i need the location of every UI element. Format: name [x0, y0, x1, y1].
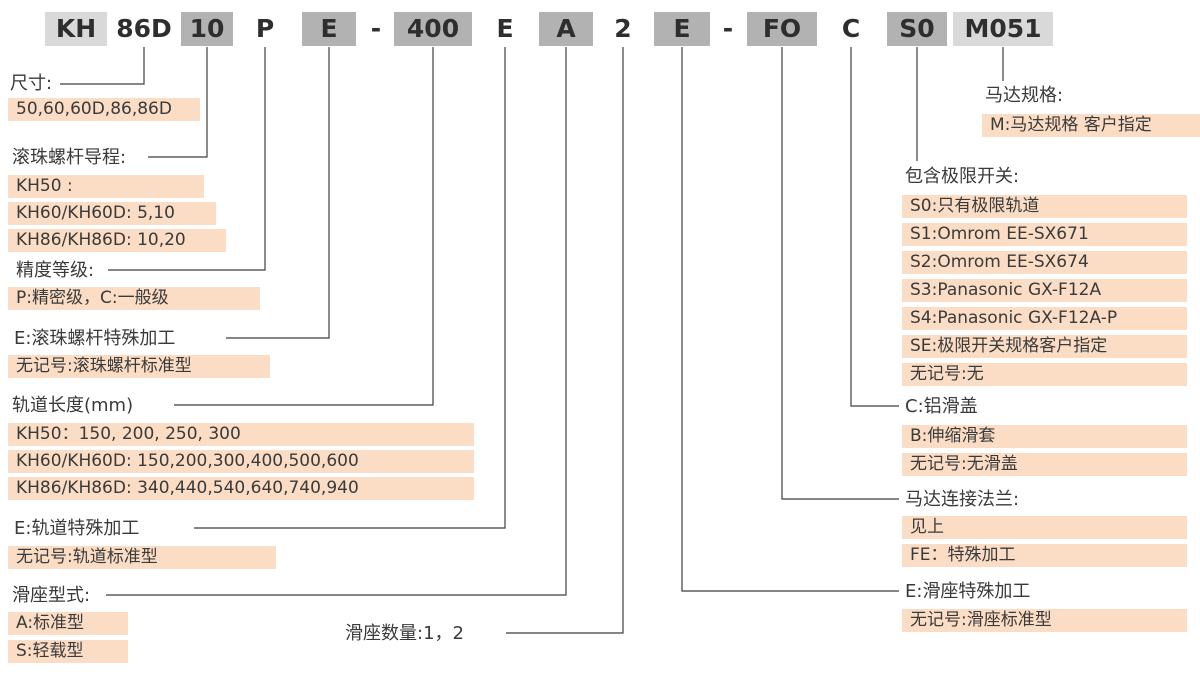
cover-title: C:铝滑盖 [905, 396, 978, 417]
code-segment-dash-1: - [370, 14, 382, 43]
slider-type-title: 滑座型式: [12, 585, 91, 606]
limit-switch-item: 无记号:无 [902, 363, 1187, 386]
lead-title: 滚珠螺杆导程: [12, 147, 127, 168]
code-segment-slider-type: A [539, 12, 593, 46]
rail-special-title: E:轨道特殊加工 [14, 518, 140, 539]
rail-length-item: KH50：150, 200, 250, 300 [8, 423, 474, 446]
code-segment-series: KH [45, 12, 107, 46]
code-segment-lead: 10 [181, 12, 233, 46]
lead-item: KH86/KH86D: 10,20 [8, 229, 226, 252]
accuracy-title: 精度等级: [16, 260, 95, 281]
line-rail-length [174, 47, 434, 406]
accuracy-item: P:精密级，C:一般级 [8, 287, 260, 310]
lead-item: KH60/KH60D: 5,10 [8, 202, 216, 225]
flange-item: FE：特殊加工 [902, 544, 1187, 567]
slider-type-item: A:标准型 [8, 612, 128, 635]
limit-switch-title: 包含极限开关: [905, 166, 1020, 187]
limit-switch-item: S0:只有极限轨道 [902, 195, 1187, 218]
code-segment-slider-special: E [654, 12, 710, 46]
code-segment-motor: M051 [953, 12, 1053, 46]
size-title: 尺寸: [10, 73, 53, 94]
limit-switch-item: S2:Omrom EE-SX674 [902, 251, 1187, 274]
line-cover [850, 47, 899, 407]
slider-special-item: 无记号:滑座标准型 [902, 609, 1187, 632]
screw-special-item: 无记号:滚珠螺杆标准型 [8, 355, 270, 378]
code-segment-accuracy: P [255, 14, 275, 43]
motor-spec-title: 马达规格: [985, 85, 1064, 106]
code-segment-limit-switch: S0 [887, 12, 947, 46]
code-segment-size: 86D [116, 14, 172, 43]
lead-item: KH50 : [8, 175, 204, 198]
cover-item: B:伸缩滑套 [902, 425, 1187, 448]
limit-switch-item: S1:Omrom EE-SX671 [902, 223, 1187, 246]
line-size [60, 47, 145, 85]
slider-special-title: E:滑座特殊加工 [905, 581, 1031, 602]
motor-spec-item: M:马达规格 客户指定 [982, 114, 1200, 137]
code-segment-slider-qty: 2 [614, 14, 632, 43]
code-segment-dash-2: - [722, 14, 734, 43]
rail-length-title: 轨道长度(mm) [12, 395, 134, 416]
line-slider-special [681, 47, 899, 592]
screw-special-title: E:滚珠螺杆特殊加工 [14, 328, 176, 349]
rail-special-item: 无记号:轨道标准型 [8, 546, 276, 569]
code-segment-rail-length: 400 [394, 12, 472, 46]
code-segment-screw-special: E [302, 12, 356, 46]
flange-title: 马达连接法兰: [905, 489, 1020, 510]
code-segment-rail-special: E [496, 14, 514, 43]
code-segment-flange: FO [747, 12, 817, 46]
slider-qty-label: 滑座数量:1，2 [345, 623, 464, 644]
limit-switch-item: S4:Panasonic GX-F12A-P [902, 307, 1187, 330]
cover-item: 无记号:无滑盖 [902, 453, 1187, 476]
line-flange [781, 47, 899, 500]
line-slider-qty [506, 47, 624, 634]
rail-length-item: KH86/KH86D: 340,440,540,640,740,940 [8, 477, 474, 500]
flange-item: 见上 [902, 516, 1187, 539]
limit-switch-item: SE:极限开关规格客户指定 [902, 335, 1187, 358]
size-item: 50,60,60D,86,86D [8, 98, 200, 121]
rail-length-item: KH60/KH60D: 150,200,300,400,500,600 [8, 450, 474, 473]
limit-switch-item: S3:Panasonic GX-F12A [902, 279, 1187, 302]
code-segment-cover: C [841, 14, 861, 43]
slider-type-item: S:轻载型 [8, 640, 128, 663]
line-slider-type [106, 47, 567, 596]
